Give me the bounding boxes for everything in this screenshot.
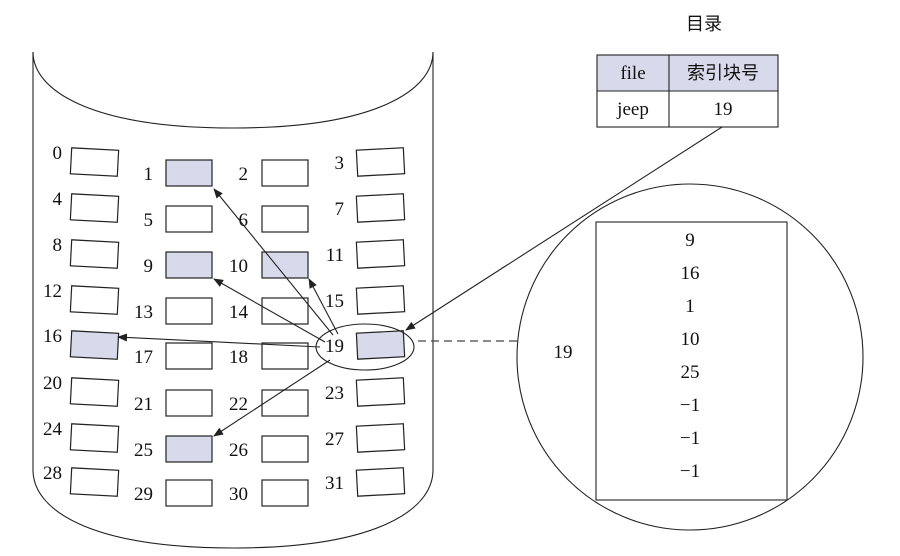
disk-block-label: 8 xyxy=(53,235,63,256)
disk-block-7 xyxy=(355,193,406,223)
disk-block-21 xyxy=(165,389,213,417)
disk-block-label: 0 xyxy=(53,143,63,164)
disk-block-label: 22 xyxy=(229,394,248,415)
disk-block-label: 29 xyxy=(134,484,153,505)
index-block-box xyxy=(595,221,788,501)
directory-to-index-block-arrow xyxy=(405,126,723,331)
disk-block-2 xyxy=(261,159,309,187)
index-entry: 25 xyxy=(681,362,700,383)
disk-block-label: 13 xyxy=(134,302,153,323)
disk-block-25 xyxy=(165,435,213,463)
disk-block-11 xyxy=(355,239,406,269)
disk-block-label: 25 xyxy=(134,440,153,461)
disk-block-label: 14 xyxy=(229,302,249,323)
directory-file-name: jeep xyxy=(616,99,649,120)
disk-block-23 xyxy=(355,377,406,407)
header-index-block: 索引块号 xyxy=(687,63,759,84)
disk-block-29 xyxy=(165,479,213,507)
directory-title: 目录 xyxy=(686,14,722,35)
index-entry: 1 xyxy=(685,296,695,317)
disk-block-label: 20 xyxy=(43,373,62,394)
disk-block-label: 19 xyxy=(325,336,344,357)
header-file: file xyxy=(620,63,645,84)
index-entries: 9 16 1 10 25 −1 −1 −1 xyxy=(680,230,700,482)
index-entry: 10 xyxy=(681,329,700,350)
block-19-highlight xyxy=(315,323,415,371)
disk-block-17 xyxy=(165,342,213,370)
pointer-arrows xyxy=(117,188,415,437)
disk-block-label: 6 xyxy=(239,210,249,231)
directory-index-block-number: 19 xyxy=(714,99,733,120)
disk-cylinder xyxy=(32,51,434,549)
disk-block-label: 26 xyxy=(229,440,248,461)
disk-block-label: 16 xyxy=(43,326,62,347)
disk-block-6 xyxy=(261,205,309,233)
arrow-to-block-1 xyxy=(213,188,334,336)
arrow-to-block-25 xyxy=(213,359,331,437)
disk-block-19 xyxy=(355,330,406,360)
disk-block-26 xyxy=(261,435,309,463)
disk-block-0 xyxy=(69,147,120,177)
disk-block-label: 7 xyxy=(335,199,345,220)
disk-block-24 xyxy=(69,423,120,453)
disk-block-27 xyxy=(355,423,406,453)
disk-block-label: 9 xyxy=(144,256,154,277)
disk-block-label: 17 xyxy=(134,347,153,368)
disk-block-1 xyxy=(165,159,213,187)
disk-block-label: 3 xyxy=(335,153,345,174)
disk-block-3 xyxy=(355,147,406,177)
disk-block-22 xyxy=(261,389,309,417)
disk-block-28 xyxy=(69,467,120,497)
index-entry: −1 xyxy=(680,461,700,482)
disk-block-10 xyxy=(261,251,309,279)
index-entry: 9 xyxy=(685,230,695,251)
disk-block-4 xyxy=(69,193,120,223)
disk-block-label: 10 xyxy=(229,256,248,277)
disk-block-label: 5 xyxy=(144,210,154,231)
directory-table: 目录 file 索引块号 jeep 19 xyxy=(596,14,779,128)
arrow-to-block-16 xyxy=(117,333,321,348)
index-block-number-label: 19 xyxy=(554,342,573,363)
disk-block-20 xyxy=(69,377,120,407)
index-entry: 16 xyxy=(681,263,700,284)
index-entry: −1 xyxy=(680,428,700,449)
disk-block-9 xyxy=(165,251,213,279)
disk-block-label: 24 xyxy=(43,419,63,440)
disk-block-13 xyxy=(165,297,213,325)
disk-block-label: 21 xyxy=(134,394,153,415)
disk-block-label: 23 xyxy=(325,383,344,404)
arrow-to-block-10 xyxy=(308,278,339,335)
index-block-zoom: 19 9 16 1 10 25 −1 −1 −1 xyxy=(516,183,864,531)
disk-block-label: 31 xyxy=(325,473,344,494)
disk-block-label: 2 xyxy=(239,164,249,185)
disk-block-label: 27 xyxy=(325,429,344,450)
disk-block-16 xyxy=(69,330,120,360)
disk-block-label: 15 xyxy=(325,291,344,312)
disk-block-label: 28 xyxy=(43,463,62,484)
disk-block-15 xyxy=(355,285,406,315)
zoom-circle xyxy=(516,183,864,531)
disk-block-18 xyxy=(261,342,309,370)
disk-block-14 xyxy=(261,297,309,325)
disk-block-label: 12 xyxy=(43,281,62,302)
disk-block-30 xyxy=(261,479,309,507)
index-entry: −1 xyxy=(680,395,700,416)
disk-block-label: 18 xyxy=(229,347,248,368)
disk-block-31 xyxy=(355,467,406,497)
disk-block-label: 4 xyxy=(53,189,63,210)
arrow-to-block-9 xyxy=(213,278,326,343)
disk-block-8 xyxy=(69,239,120,269)
disk-block-5 xyxy=(165,205,213,233)
disk-block-12 xyxy=(69,285,120,315)
disk-block-label: 1 xyxy=(144,164,154,185)
disk-block-label: 11 xyxy=(326,245,344,266)
disk-block-label: 30 xyxy=(229,484,248,505)
